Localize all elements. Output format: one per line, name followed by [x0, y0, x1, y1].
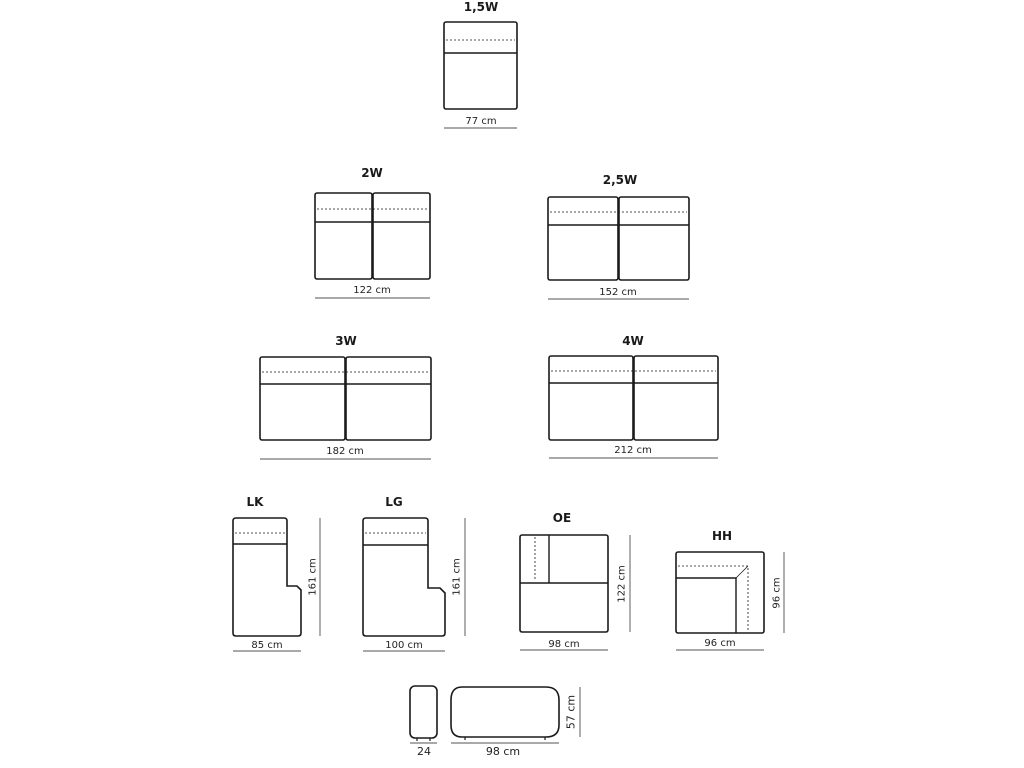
module-width-2-5w: 152 cm — [599, 287, 637, 298]
module-3w-drawing — [259, 356, 432, 460]
module-name-oe: OE — [552, 511, 572, 525]
module-name-lg: LG — [385, 495, 403, 509]
module-name-2-5w: 2,5W — [602, 173, 638, 187]
module-width-side: 24 — [417, 745, 431, 758]
module-oe-drawing — [519, 534, 631, 651]
module-depth-lk: 161 cm — [307, 558, 319, 596]
module-width-3w: 182 cm — [326, 446, 364, 457]
module-name-2w: 2W — [361, 166, 383, 180]
module-width-4w: 212 cm — [614, 445, 652, 456]
module-width-lk: 85 cm — [251, 640, 283, 651]
module-width-oe: 98 cm — [548, 639, 580, 650]
module-width-1-5w: 77 cm — [465, 116, 497, 127]
module-width-lg: 100 cm — [385, 640, 423, 651]
module-name-hh: HH — [711, 529, 733, 543]
module-1-5w-drawing — [443, 21, 518, 129]
module-depth-hh: 96 cm — [771, 577, 783, 609]
module-4w-drawing — [548, 355, 719, 459]
module-side-drawing — [409, 685, 438, 744]
module-name-4w: 4W — [622, 334, 644, 348]
module-width-hh: 96 cm — [704, 638, 736, 649]
module-name-3w: 3W — [335, 334, 357, 348]
module-2w-drawing — [314, 192, 431, 299]
module-depth-oe: 122 cm — [616, 565, 628, 603]
module-width-2w: 122 cm — [353, 285, 391, 296]
module-pouf-drawing — [450, 686, 581, 744]
module-depth-lg: 161 cm — [451, 558, 463, 596]
module-name-1-5w: 1,5W — [463, 0, 499, 14]
module-hh-drawing — [675, 551, 785, 651]
module-name-lk: LK — [246, 495, 264, 509]
module-2-5w-drawing — [547, 196, 690, 300]
module-lg-drawing — [362, 517, 466, 652]
module-width-pouf: 98 cm — [485, 745, 521, 758]
module-height-pouf: 57 cm — [564, 694, 578, 730]
module-lk-drawing — [232, 517, 321, 652]
